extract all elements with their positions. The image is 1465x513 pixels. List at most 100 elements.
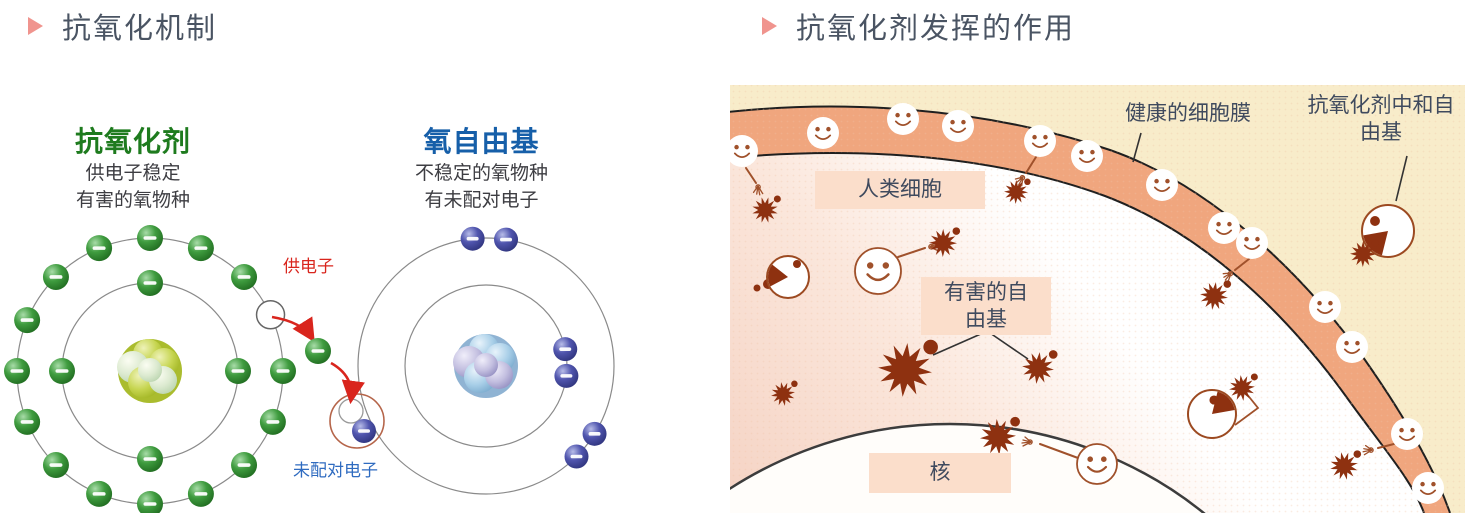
smiley-face-icon	[1336, 331, 1368, 363]
free-radical-icon	[929, 227, 961, 257]
antioxidant-pacman-icon	[1187, 389, 1237, 439]
smiley-face-icon	[730, 135, 758, 167]
free-radical-icon	[980, 416, 1020, 455]
antioxidant-subtitle-2: 有害的氧物种	[75, 190, 190, 211]
electron-icon	[564, 444, 589, 469]
antioxidant-mechanism-figure	[4, 225, 615, 513]
electron-icon	[137, 491, 163, 513]
label-pointer-line	[932, 332, 984, 356]
label-pointer-line	[1132, 132, 1142, 163]
free-radical-icon	[878, 339, 938, 397]
reaching-arm	[1377, 443, 1395, 449]
electron-icon	[42, 452, 69, 479]
electron-icon	[187, 480, 214, 507]
nucleus-label: 核	[869, 453, 1011, 493]
electron-icon	[259, 408, 286, 435]
electron-icon	[494, 227, 519, 252]
electron-icon	[49, 358, 75, 384]
electron-icon	[582, 421, 607, 446]
human-cell-label: 人类细胞	[815, 171, 985, 209]
label-pointer-line	[1395, 155, 1408, 202]
hand-icon	[752, 184, 764, 196]
right-panel-title: 抗氧化剂发挥的作用	[796, 13, 1076, 45]
label-pointer-line	[989, 332, 1029, 360]
hand-icon	[1014, 175, 1026, 187]
radical-title: 氧自由基	[423, 126, 540, 157]
free-radical-icon	[1200, 280, 1232, 310]
nucleus-icon	[453, 334, 518, 398]
hand-icon	[1362, 444, 1374, 456]
reaching-arm	[897, 247, 926, 258]
free-radical-icon	[752, 195, 781, 223]
antioxidant-subtitle-1: 供电子稳定	[85, 163, 181, 184]
smiley-face-icon	[1208, 212, 1240, 244]
smiley-face-icon	[854, 247, 902, 295]
cell-antioxidant-figure	[730, 85, 1465, 513]
hand-icon	[1021, 436, 1033, 447]
electron-icon	[137, 270, 163, 296]
antioxidant-pacman-icon	[766, 255, 810, 299]
electron-icon	[553, 337, 578, 362]
free-radical-icon	[1229, 373, 1258, 401]
electron-icon	[554, 363, 579, 388]
smiley-face-icon	[1412, 472, 1444, 504]
pacman-arm	[1234, 392, 1260, 426]
left-bullet-triangle-icon	[28, 17, 43, 35]
electron-icon	[460, 226, 485, 251]
neutralize-label: 抗氧化剂中和自由基	[1307, 94, 1455, 145]
electron-icon	[86, 235, 113, 262]
antioxidant-title: 抗氧化剂	[74, 126, 191, 157]
radical-vacancy-icon	[338, 398, 364, 424]
electron-icon	[86, 480, 113, 507]
electron-icon	[14, 408, 41, 435]
electron-icon	[4, 358, 30, 384]
electron-transfer-arrow	[330, 361, 365, 405]
orbit-ring	[357, 237, 615, 495]
free-radical-icon	[1004, 178, 1031, 204]
electron-transfer-arrow	[271, 315, 315, 343]
antioxidant-caption: 抗氧化剂 供电子稳定 有害的氧物种	[38, 120, 228, 214]
smiley-face-icon	[1146, 169, 1178, 201]
radical-subtitle-2: 有未配对电子	[424, 190, 539, 211]
electron-vacancy-icon	[255, 300, 286, 330]
donate-electron-label: 供电子	[283, 257, 334, 276]
membrane-label: 健康的细胞膜	[1125, 102, 1251, 125]
free-radical-icon	[771, 380, 798, 406]
electron-icon	[137, 446, 163, 472]
smiley-face-icon	[887, 103, 919, 135]
electron-icon	[231, 263, 258, 290]
reaching-arm	[1025, 156, 1037, 174]
smiley-face-icon	[1071, 140, 1103, 172]
harmful-radical-label: 有害的自由基	[921, 277, 1051, 335]
radical-crumb	[753, 284, 761, 292]
unpaired-electron-label: 未配对电子	[293, 461, 378, 480]
electron-icon	[270, 358, 296, 384]
radical-caption: 氧自由基 不稳定的氧物种 有未配对电子	[384, 120, 579, 214]
electron-icon	[14, 307, 41, 334]
right-bullet-triangle-icon	[762, 17, 777, 35]
radical-subtitle-1: 不稳定的氧物种	[414, 163, 548, 184]
free-radical-icon	[1022, 350, 1058, 384]
smiley-face-icon	[1391, 418, 1423, 450]
electron-icon	[231, 452, 258, 479]
reaching-arm	[1234, 258, 1250, 271]
free-radical-icon	[1330, 450, 1362, 480]
electron-icon	[187, 235, 214, 262]
smiley-face-icon	[1309, 291, 1341, 323]
free-radical-icon	[1350, 239, 1379, 267]
smiley-face-icon	[1236, 227, 1268, 259]
smiley-face-icon	[807, 117, 839, 149]
electron-icon	[305, 338, 331, 364]
electron-icon	[225, 358, 251, 384]
electron-icon	[137, 225, 163, 251]
smiley-face-icon	[1076, 443, 1118, 485]
smiley-face-icon	[1024, 125, 1056, 157]
smiley-face-icon	[942, 110, 974, 142]
left-panel-title: 抗氧化机制	[62, 13, 218, 45]
electron-icon	[352, 419, 376, 443]
nucleus-icon	[117, 339, 182, 403]
reaching-arm	[1039, 443, 1079, 459]
hand-icon	[1222, 270, 1234, 283]
electron-icon	[42, 263, 69, 290]
reaching-arm	[745, 167, 757, 184]
